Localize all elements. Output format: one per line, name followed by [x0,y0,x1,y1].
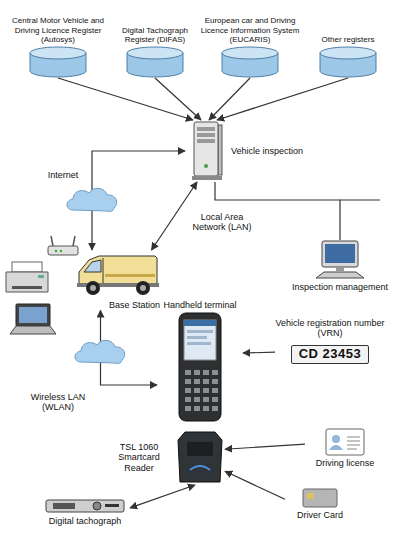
label-box: European car and Driving Licence Informa… [200,4,300,44]
register-database-icon [318,46,378,78]
register-database: Digital Tachograph Register (DIFAS) [112,4,198,78]
laptop-screen [19,307,47,323]
node-label: Handheld terminal [163,300,236,310]
connector [243,352,275,354]
register-database-icon [220,46,280,78]
router-light [55,250,57,252]
inspection-server: Vehicle inspection [185,120,303,182]
base-station-van-icon [75,250,160,298]
smartcard-reader-icon [175,430,225,485]
register-database-icon [222,47,278,77]
lan-line [340,199,380,200]
node-label: Vehicle registration number (VRN) [275,318,385,339]
digital-tachograph-icon [46,500,124,512]
wlan-cloud [75,340,125,363]
base-station-van: Base Station [75,250,160,310]
laptop-base [10,326,56,334]
cloud-shape [75,340,125,363]
management-workstation-icon [310,240,370,280]
node-label: TSL 1060 Smartcard Reader [105,442,173,473]
edge-label: Local Area Network (LAN) [186,212,258,233]
handheld-terminal: Handheld terminal [157,300,243,424]
connector [209,78,250,120]
printer-paper [12,262,42,272]
connector [58,78,193,120]
plate-number: CD 23453 [291,345,370,364]
register-database-icon [125,46,185,78]
label-box: Digital tachograph [49,516,122,526]
digital-tachograph: Digital tachograph [40,498,130,526]
label-box: Vehicle inspection [231,146,303,156]
label-box: Vehicle registration number (VRN) CD 2345… [275,318,385,364]
register-database-icon [30,47,86,77]
register-database-icon [28,46,88,78]
connector [217,78,348,120]
router-icon [48,236,78,255]
label-box: Base Station [75,300,160,310]
laptop-icon [10,304,56,334]
printer-body [6,272,48,292]
management-workstation: Inspection management [290,240,390,292]
node-label: Other registers [322,35,375,44]
driver-card-icon [302,488,338,508]
register-database-icon [127,47,183,77]
label-box: Driver Card [297,510,343,520]
driver-card: Driver Card [285,488,355,520]
label-box: Inspection management [292,282,388,292]
label-box: Central Motor Vehicle and Driving Licenc… [8,4,108,44]
label-box: Handheld terminal [163,300,236,310]
connector [225,444,305,449]
label-box: Driving license [316,458,375,468]
register-database-icon [320,47,376,77]
register-database: European car and Driving Licence Informa… [200,4,300,78]
management-workstation-icon [316,241,364,278]
router-antenna [51,236,53,246]
connector [130,485,195,508]
node-label: Vehicle inspection [231,146,303,156]
node-label: Base Station [109,300,160,310]
printer-icon [6,262,48,292]
laptop-lid [16,304,50,326]
smartcard-reader: TSL 1060 Smartcard Reader [105,430,225,485]
connector [155,78,201,120]
edge-label-box: Wireless LAN (WLAN) [20,392,96,413]
driving-license-icon [325,428,365,456]
base-station-van-icon [77,256,159,295]
node-label: European car and Driving Licence Informa… [200,16,300,44]
node-label: Digital Tachograph Register (DIFAS) [112,26,198,44]
digital-tachograph-icon [45,498,125,514]
register-database: Other registers [304,4,392,78]
router-body [48,246,78,255]
node-label: Digital tachograph [49,516,122,526]
driving-license: Driving license [305,428,385,468]
register-database: Central Motor Vehicle and Driving Licenc… [8,4,108,78]
router-light [60,250,62,252]
node-label: Inspection management [292,282,388,292]
label-box: Digital Tachograph Register (DIFAS) [112,4,198,44]
node-label: Central Motor Vehicle and Driving Licenc… [8,16,108,44]
label-box: TSL 1060 Smartcard Reader [105,442,173,473]
printer-light [38,275,44,278]
handheld-terminal-icon [175,312,225,424]
router-antenna [73,236,75,246]
internet-cloud [67,188,117,211]
edge-label: Internet [47,170,80,180]
registration-plate: Vehicle registration number (VRN) CD 2345… [275,318,385,364]
connector [225,471,285,499]
handheld-terminal-icon [179,313,221,421]
driving-license-icon [326,429,364,455]
inspection-server-icon [185,120,225,182]
printer-slot [12,286,42,289]
edge-label-box: Internet [38,170,88,180]
smartcard-reader-icon [178,432,222,482]
node-label: Driver Card [297,510,343,520]
inspection-server-icon [192,122,222,180]
edge-label-box: Local Area Network (LAN) [186,212,258,233]
label-box: Other registers [304,4,392,44]
cloud-shape [67,188,117,211]
edge-label: Wireless LAN (WLAN) [20,392,96,413]
node-label: Driving license [316,458,375,468]
driver-card-icon [303,489,337,507]
